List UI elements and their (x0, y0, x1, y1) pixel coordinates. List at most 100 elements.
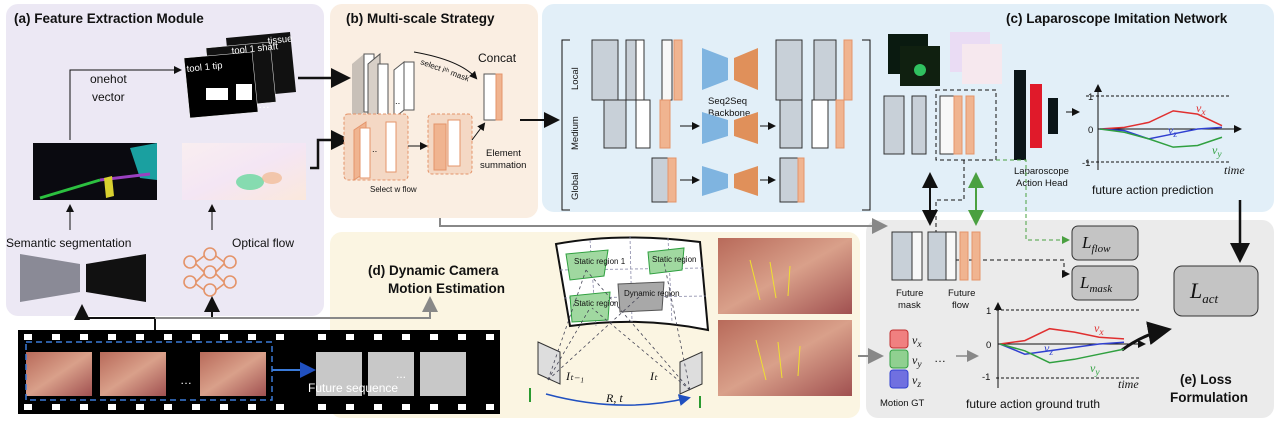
series-v-y (999, 343, 1125, 364)
scale-global: Global (570, 173, 581, 200)
local-decoder (734, 48, 758, 90)
optical-flow-image (182, 143, 306, 200)
head-label-1: Laparoscope (1014, 166, 1069, 177)
static-region-1 (565, 249, 609, 281)
future-frame-1 (316, 352, 362, 396)
motion-gt-label: Motion GT (880, 398, 925, 409)
svg-text:Dynamic region: Dynamic region (624, 289, 680, 298)
camera-cur (679, 351, 703, 395)
future-seq-label: Future sequence (308, 381, 398, 395)
concat-label: Concat (478, 51, 517, 65)
panel-d-title-2: Motion Estimation (388, 281, 505, 296)
medium-decoder (734, 112, 758, 144)
chart1-tick-1: 1 (1088, 92, 1093, 103)
film-ellipsis-1: … (180, 373, 192, 387)
series-v-z (999, 341, 1125, 355)
semantic-mask-stack: tool 1 tip tool 1 shaft tissue … (183, 32, 296, 119)
onehot-label-2: vector (92, 90, 125, 104)
frame-prev-label: Iₜ₋₁ (565, 369, 584, 383)
local-row-out (775, 39, 853, 101)
motion-gt-vy: vy (912, 353, 922, 370)
elem-sum-2: summation (480, 160, 526, 171)
panel-e-title-2: Formulation (1170, 390, 1248, 405)
chart2-label-vz: vz (1044, 341, 1053, 358)
rt-label: R, t (605, 391, 623, 405)
future-frame-2 (368, 352, 414, 396)
seg-encoder (20, 254, 80, 302)
svg-text:..: .. (395, 96, 400, 107)
scale-medium: Medium (570, 116, 581, 150)
svg-text:Static region: Static region (652, 255, 696, 264)
elem-sum-1: Element (486, 148, 521, 159)
chart2-xlabel: time (1118, 377, 1139, 391)
local-row-blocks (591, 39, 683, 101)
chart2-label-vx: vx (1094, 321, 1104, 338)
seg-decoder (86, 254, 146, 302)
split-box (935, 89, 997, 161)
series-v-x (1099, 110, 1223, 130)
loss-mask-box (1071, 265, 1139, 301)
loss-flow-box (1071, 225, 1139, 261)
head-label-2: Action Head (1016, 178, 1068, 189)
onehot-arrow (69, 66, 182, 140)
panel-c-title: (c) Laparoscope Imitation Network (1006, 11, 1228, 26)
global-decoder (734, 166, 758, 196)
camera-prev (537, 341, 561, 385)
loss-mask: Lmask (1079, 273, 1113, 295)
medium-encoder (702, 112, 728, 144)
head-bar-1 (1014, 70, 1026, 160)
motion-gt-vx: vx (912, 333, 922, 350)
dynamic-region (617, 281, 665, 313)
chart2-tick-neg1: -1 (982, 372, 990, 383)
film-frame-1 (26, 352, 92, 396)
frame-cur-label: Iₜ (649, 369, 658, 383)
chart2-tick-0: 0 (986, 340, 991, 351)
chart1-caption: future action prediction (1092, 183, 1213, 197)
loss-act: Lact (1189, 278, 1219, 306)
seg-label: Semantic segmentation (6, 236, 131, 250)
flow-network-icon (183, 247, 237, 297)
head-bar-2 (1030, 84, 1042, 148)
future-flow-2: flow (952, 300, 969, 311)
series-v-x (999, 327, 1125, 345)
surgical-photo-1 (718, 238, 852, 314)
static-region-right (647, 247, 685, 275)
panel-b-title: (b) Multi-scale Strategy (346, 11, 495, 26)
loss-flow: Lflow (1081, 233, 1111, 255)
future-frame-3 (420, 352, 466, 396)
chart2-tick-1: 1 (986, 306, 991, 317)
backbone-label-1: Seq2Seq (708, 96, 747, 107)
panel-e-title-1: (e) Loss (1180, 372, 1232, 387)
chart1-xlabel: time (1224, 163, 1245, 177)
chart1-label-vx: vx (1196, 101, 1206, 118)
chart-prediction: 1 0 -1 time vx vz vy future action predi… (1082, 84, 1245, 197)
loss-act-box (1173, 265, 1259, 317)
mask-label-tissue: tissue (267, 33, 293, 47)
local-encoder (702, 48, 728, 90)
mask-label-tool-shaft: tool 1 shaft (231, 41, 279, 57)
future-mask-1: Future (896, 288, 923, 299)
backbone-label-2: Backbone (708, 108, 750, 119)
film-frame-3 (200, 352, 266, 396)
chart2-label-vy: vy (1090, 361, 1100, 378)
chart1-tick-0: 0 (1088, 125, 1093, 136)
svg-text:Static region 1: Static region 1 (574, 257, 626, 266)
chart1-label-vz: vz (1168, 123, 1177, 140)
flow-label: Optical flow (232, 236, 294, 250)
chart1-label-vy: vy (1212, 143, 1222, 160)
chart1-tick-neg1: -1 (1082, 158, 1090, 169)
series-v-z (1099, 126, 1223, 140)
future-flow-1: Future (948, 288, 975, 299)
select-flow-label: Select w flow (370, 185, 417, 194)
future-mask-2: mask (898, 300, 921, 311)
mask-ellipsis: … (258, 97, 270, 111)
static-region-2 (569, 291, 611, 323)
svg-text:…: … (934, 351, 946, 365)
panel-d-title-1: (d) Dynamic Camera (368, 263, 499, 278)
head-bar-3 (1048, 98, 1058, 134)
future-ellipsis: ... (396, 367, 406, 381)
panel-e-bg (866, 220, 1274, 418)
chart2-caption: future action ground truth (966, 397, 1100, 411)
global-encoder (702, 166, 728, 196)
